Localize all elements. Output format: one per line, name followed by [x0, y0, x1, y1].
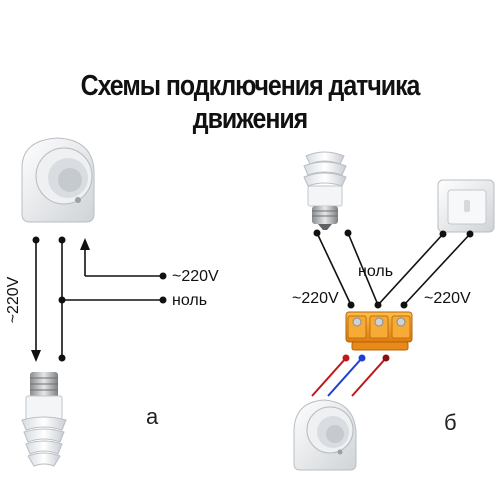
- terminal-block-icon: [345, 311, 413, 351]
- diagram-b-colored-wires: [311, 357, 387, 397]
- motion-sensor-icon: [21, 137, 95, 223]
- label-voltage-vertical: ~220V: [5, 276, 22, 323]
- label-neutral-a: ноль: [172, 292, 207, 309]
- diagram-b-colored-terminals: [342, 354, 390, 362]
- energy-saving-bulb-icon: [303, 151, 347, 230]
- diagram-a-terminals: [31, 236, 167, 362]
- diagram-b-wires: [316, 232, 471, 306]
- label-neutral-b: ноль: [358, 263, 393, 280]
- energy-saving-bulb-icon: [21, 372, 67, 467]
- page-title: Схемы подключения датчика движения: [80, 70, 421, 135]
- label-phase-right-b: ~220V: [424, 290, 471, 307]
- label-phase-a: ~220V: [172, 268, 219, 285]
- arrow-up-icon: [80, 238, 90, 250]
- arrow-down-icon: [31, 350, 41, 362]
- label-phase-left-b: ~220V: [292, 290, 339, 307]
- diagram-a-letter: а: [146, 404, 159, 429]
- diagram-a-wires: [35, 240, 163, 358]
- diagram-b-terminals: [313, 229, 474, 309]
- diagram-b-letter: б: [444, 410, 457, 435]
- wall-switch-icon: [437, 179, 495, 233]
- motion-sensor-icon: [293, 399, 357, 471]
